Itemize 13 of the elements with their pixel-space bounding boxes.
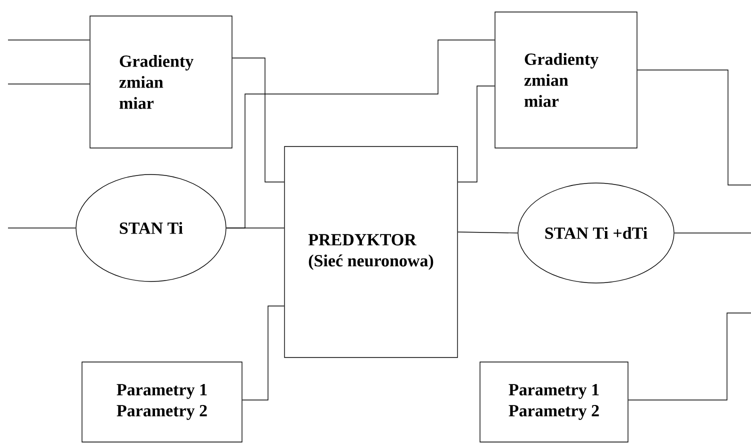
connector-line: [226, 40, 495, 228]
connector-line: [242, 306, 285, 400]
connector-line: [458, 232, 518, 234]
process-box: PREDYKTOR (Sieć neuronowa): [284, 146, 458, 358]
process-box: Gradienty zmian miar: [90, 16, 232, 148]
connector-line: [232, 58, 285, 182]
connector-line: [637, 70, 751, 186]
process-box: Gradienty zmian miar: [494, 12, 638, 148]
process-box: Parametry 1 Parametry 2: [480, 362, 628, 442]
connector-line: [628, 312, 751, 400]
process-box: Parametry 1 Parametry 2: [82, 362, 242, 442]
connector-line: [674, 232, 751, 234]
connector-line: [458, 86, 495, 182]
